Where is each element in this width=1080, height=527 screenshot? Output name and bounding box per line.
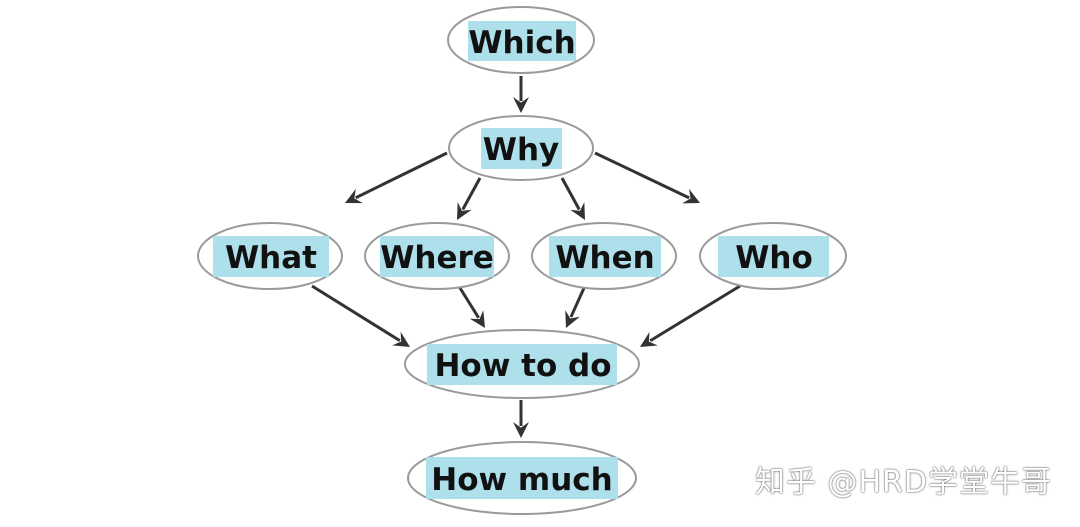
node-who-label: Who [735, 240, 813, 276]
node-when-highlight [549, 236, 661, 277]
node-when: When [531, 222, 677, 290]
node-when-label: When [555, 240, 654, 276]
node-how-to-do: How to do [404, 329, 640, 399]
node-what: What [197, 222, 343, 290]
node-how-to-do-label: How to do [434, 348, 611, 384]
node-why-highlight [481, 128, 562, 169]
node-why: Why [448, 115, 594, 181]
arrow-why-to-who [594, 151, 690, 200]
watermark-text: 知乎 @HRD学堂牛哥 [754, 465, 1052, 500]
node-how-to-do-highlight [427, 344, 617, 385]
arrowhead-how-to-do-to-how-much [513, 422, 529, 438]
node-what-highlight [213, 236, 329, 277]
arrowhead-which-to-why [513, 97, 529, 113]
arrowhead-what-to-how-to-do [392, 331, 410, 347]
node-which: Which [447, 6, 595, 74]
node-how-much-label: How much [431, 462, 613, 498]
node-who-highlight [718, 236, 829, 277]
node-which-highlight [468, 21, 576, 61]
arrowhead-why-to-when [570, 202, 585, 220]
arrow-why-to-when [560, 177, 581, 211]
node-where-label: Where [380, 240, 494, 276]
node-which-label: Which [468, 25, 575, 61]
arrow-what-to-how-to-do [311, 284, 401, 342]
node-what-label: What [225, 240, 317, 276]
arrow-why-to-where [461, 177, 482, 211]
arrowhead-who-to-how-to-do [640, 331, 658, 347]
arrowhead-why-to-who [682, 188, 700, 204]
arrowhead-why-to-where [457, 202, 472, 220]
node-how-much: How much [407, 441, 637, 515]
arrow-who-to-how-to-do [649, 284, 741, 343]
node-why-label: Why [483, 132, 559, 168]
node-where: Where [364, 222, 510, 290]
arrowhead-where-to-how-to-do [469, 310, 485, 328]
arrow-when-to-how-to-do [569, 287, 586, 318]
node-how-much-highlight [426, 457, 618, 499]
arrowhead-why-to-what [345, 188, 363, 204]
arrow-why-to-what [355, 151, 448, 200]
edge-layer [311, 76, 741, 438]
arrowhead-when-to-how-to-do [565, 310, 580, 328]
node-where-highlight [380, 236, 494, 277]
arrow-where-to-how-to-do [458, 287, 480, 319]
node-who: Who [699, 222, 847, 290]
